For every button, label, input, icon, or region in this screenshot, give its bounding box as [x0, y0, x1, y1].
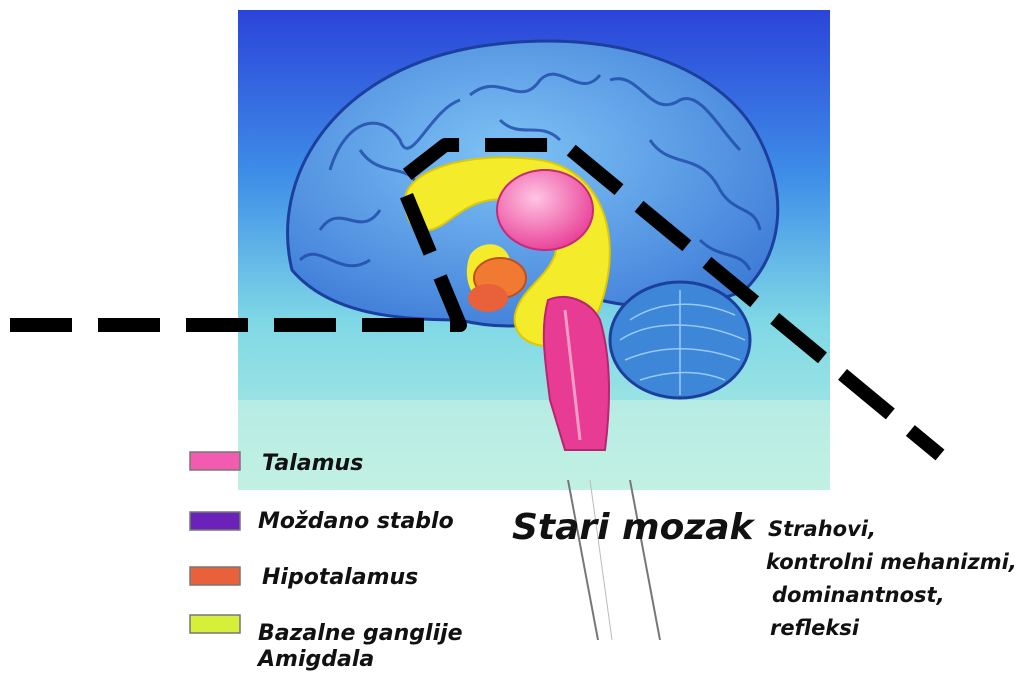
thalamus-region [497, 170, 593, 250]
legend-label-hipotalamus: Hipotalamus [262, 566, 418, 590]
swatch-bazalne-ganglije [190, 615, 240, 633]
cerebellum [610, 282, 750, 398]
function-dominantnost: dominantnost, [772, 583, 945, 608]
function-kontrolni-mehanizmi: kontrolni mehanizmi, [766, 550, 1017, 575]
legend-label-amigdala: Amigdala [258, 648, 374, 672]
legend-label-mozdano-stablo: Moždano stablo [258, 510, 454, 534]
swatch-mozdano-stablo [190, 512, 240, 530]
legend-label-talamus: Talamus [262, 452, 363, 476]
spinal-cord-outline [568, 480, 660, 640]
swatch-talamus [190, 452, 240, 470]
function-refleksi: refleksi [770, 616, 859, 641]
region-title: Stari mozak [512, 508, 754, 548]
legend-label-bazalne-ganglije: Bazalne ganglije [258, 622, 463, 646]
function-strahovi: Strahovi, [768, 517, 876, 542]
swatch-hipotalamus [190, 567, 240, 585]
